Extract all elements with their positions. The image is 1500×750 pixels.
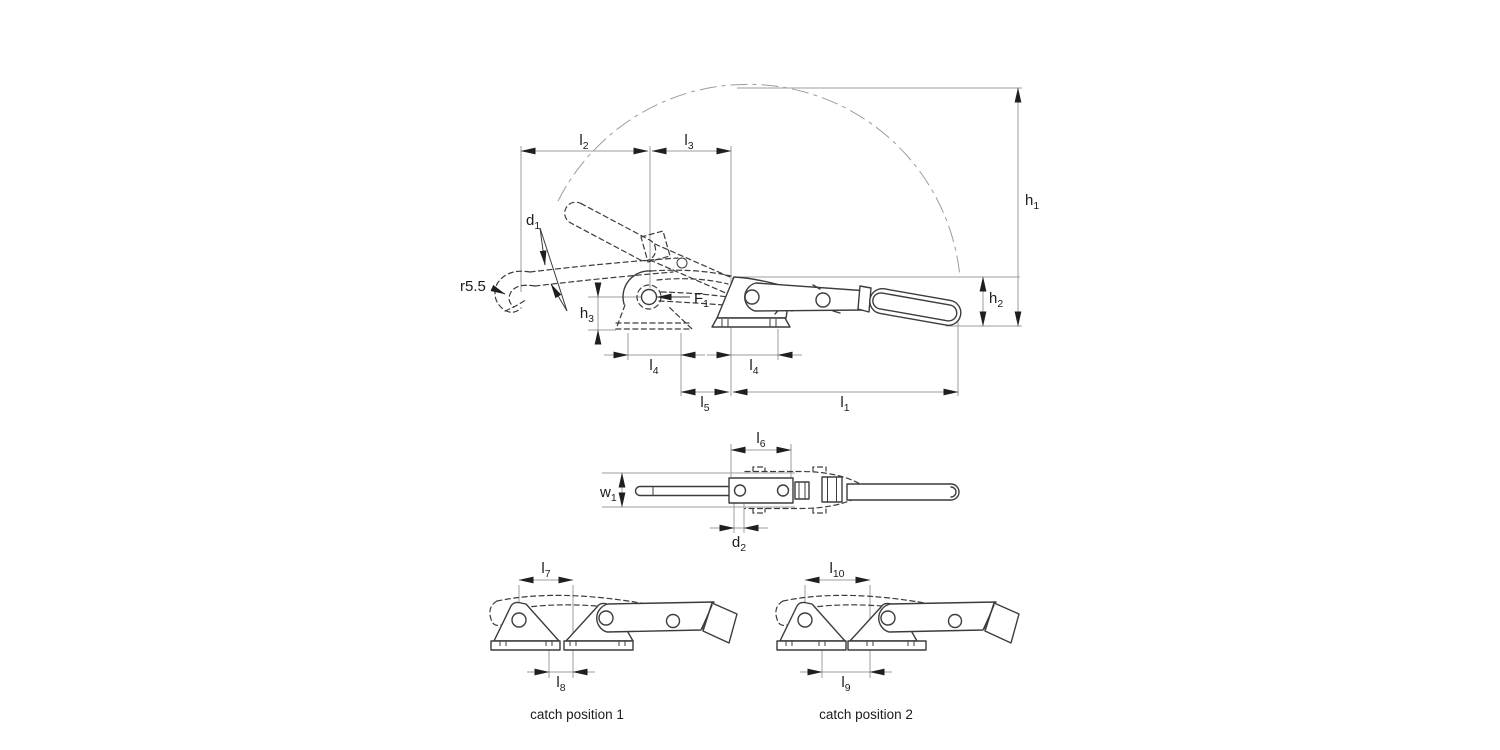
hex-nut-small xyxy=(794,481,810,500)
lever-arm xyxy=(744,282,869,312)
catch-pin-hole-pos2 xyxy=(797,612,813,628)
catch-pin-hole-pos1 xyxy=(511,612,527,628)
lever-hole-open xyxy=(676,257,688,269)
extension-lines-main xyxy=(520,87,1022,396)
pivot-hole-pos2 xyxy=(880,610,896,626)
dimensions-pos1 xyxy=(518,576,595,676)
hook-rod-top-view xyxy=(634,485,732,497)
hook-outer xyxy=(494,270,531,313)
d1-leader xyxy=(539,227,568,312)
pivot-hole-pos1 xyxy=(598,610,614,626)
lever-hole-pos2 xyxy=(947,613,963,629)
dim-label-l6: l6 xyxy=(756,430,765,450)
dim-label-l7: l7 xyxy=(541,560,550,580)
dim-label-l3: l3 xyxy=(684,132,693,152)
hook-rod-open-top xyxy=(529,257,679,273)
body-hole-2 xyxy=(776,484,790,497)
handle-swing-arc xyxy=(557,83,961,278)
dim-label-l10: l10 xyxy=(829,560,844,580)
handle-bar-top-view xyxy=(846,483,960,501)
dim-label-l5: l5 xyxy=(700,394,709,414)
body-hole-1 xyxy=(733,484,747,497)
hook-inner xyxy=(508,284,536,308)
caption-catch-position-2: catch position 2 xyxy=(819,707,913,722)
dim-label-l8: l8 xyxy=(556,674,565,694)
dim-label-h1: h1 xyxy=(1025,192,1039,212)
caption-catch-position-1: catch position 1 xyxy=(530,707,624,722)
catch-position-1-view: l7 l8 catch position 1 xyxy=(489,560,738,722)
catch-pin xyxy=(640,288,658,306)
handle-ferrule xyxy=(857,285,872,313)
dim-label-l2: l2 xyxy=(579,132,588,152)
dim-label-l9: l9 xyxy=(841,674,850,694)
lever-arm-pos2 xyxy=(878,601,997,633)
top-view: w1 l6 d2 xyxy=(599,430,960,554)
hook-rod-open-bottom xyxy=(534,271,674,287)
dimensions-top-view xyxy=(618,446,792,532)
dim-label-l1: l1 xyxy=(840,394,849,414)
clamp-open-position-phantom xyxy=(494,201,749,313)
pivot-hole xyxy=(744,289,760,305)
lever-arm-pos1 xyxy=(596,601,715,633)
catch-position-2-view: l10 l9 catch position 2 xyxy=(775,560,1020,722)
dim-label-h2: h2 xyxy=(989,290,1003,310)
lever-hole xyxy=(815,292,831,308)
dim-label-F1: F1 xyxy=(694,290,709,310)
dim-label-d1: d1 xyxy=(526,212,540,232)
r55-leader xyxy=(490,284,506,295)
dim-label-h3: h3 xyxy=(580,305,594,325)
handle-grip-pos1 xyxy=(702,602,738,644)
dim-label-w1: w1 xyxy=(599,484,617,504)
dim-label-l4-left: l4 xyxy=(649,357,658,377)
clamp-base-foot xyxy=(711,317,791,328)
dim-label-r55: r5.5 xyxy=(460,278,486,295)
dimensions-pos2 xyxy=(800,576,892,676)
hex-nut-large xyxy=(821,476,843,503)
dim-label-d2: d2 xyxy=(732,534,746,554)
catch-plate-edge xyxy=(622,270,652,305)
lever-hole-pos1 xyxy=(665,613,681,629)
main-view: l2 l3 h1 h2 h3 d1 r5.5 F1 l4 l4 l5 l1 xyxy=(460,83,1039,414)
handle-grip xyxy=(869,287,962,327)
dimensions-main xyxy=(490,87,1022,396)
handle-grip-pos2 xyxy=(984,602,1020,644)
catch-bracket xyxy=(615,270,694,330)
clamp-closed xyxy=(711,276,962,328)
dim-label-l4-right: l4 xyxy=(749,357,758,377)
